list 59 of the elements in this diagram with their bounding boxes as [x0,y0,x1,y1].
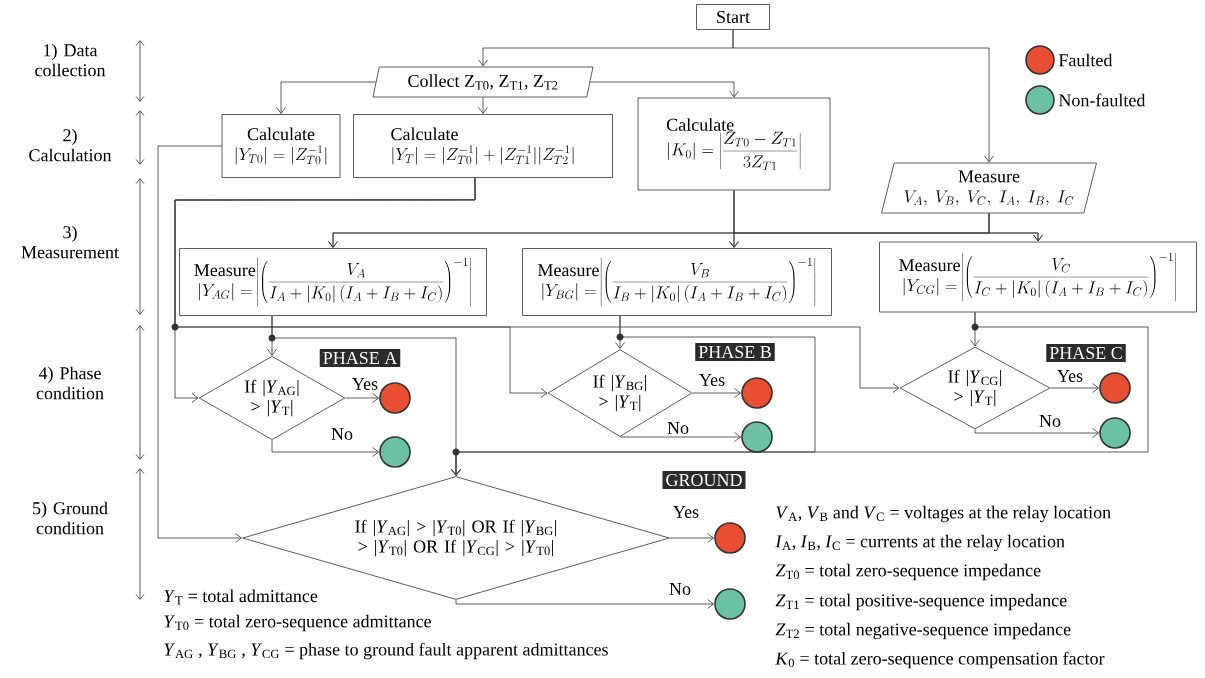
arrow [988,213,1043,242]
arrow [271,439,379,457]
arrow [619,432,741,442]
arrow [478,97,488,114]
process-box: Measure $|Y_{CG}| =$ $\left|\left(\frac{V_C}{I_C+|K_0|\,(I_A+I_B+I_C)}\right)^{-1}\right|$ [879,241,1197,313]
note-text: Z$_{T0}$ = total zero-sequence impedance [775,563,1041,581]
phase-tag: GROUND [662,470,746,490]
arrow [1050,383,1099,393]
start-box: Start [696,4,770,30]
arrow [589,81,739,98]
stage-label: 4) Phase condition [36,366,104,400]
process-box: Measure $|Y_{BG}| =$ $\left|\left(\frac{V_B}{I_B+|K_0|\,(I_A+I_B+I_C)}\right)^{-1}\right|$ [522,248,832,316]
note-text: Y$_{AG}$ , Y$_{BG}$ , Y$_{CG}$ = phase to ground fault apparent admittances [164,642,608,660]
arrow [974,428,1099,438]
stage-label: 5) Ground condition [33,501,108,535]
legend-label: Faulted [1058,53,1113,67]
process-box: Calculate $|Y_{T0}| = |Z_{T0}^{-1}|$ [221,114,341,178]
edge-label: Yes [671,505,701,519]
result-circle [741,421,773,453]
edge-label: No [668,582,692,596]
result-circle [741,377,773,409]
arrow [455,599,714,609]
edge-label: Yes [1055,369,1085,383]
arrow [692,388,741,398]
edge-label: No [666,421,690,435]
arrow [451,312,1149,476]
result-circle [379,382,411,414]
result-circle [379,436,411,468]
arrow [732,29,994,163]
edge-label: Yes [350,377,380,391]
arrow [157,145,242,543]
note-text: Z$_{T2}$ = total negative-sequence impedance [775,622,1071,640]
result-circle [714,522,746,554]
phase-tag: PHASE C [1046,343,1126,363]
phase-tag: PHASE A [319,348,401,368]
stage-label: 1) Data collection [35,43,106,77]
stage-label: 2) Calculation [29,128,112,162]
result-circle [714,588,746,620]
phase-tag: PHASE B [695,342,775,362]
note-text: K$_{0}$ = total zero-sequence compensation factor [775,651,1105,669]
arrow [344,393,379,403]
note-text: I$_{A}$, I$_{B}$, I$_{C}$ = currents at the relay location [775,534,1065,552]
note-text: Z$_{T1}$ = total positive-sequence impedance [775,593,1067,611]
arrow [276,81,377,114]
process-box: Calculate $|Y_T| = |Z_{T0}^{-1}|+|Z_{T1}^{-1}||Z_{T2}^{-1}|$ [353,114,613,178]
edge-label: Yes [697,373,727,387]
stage-label: 3) Measurement [21,225,119,259]
arrow [669,533,714,543]
process-box: Calculate $|K_0| = \left|\frac{Z_{T0}-Z_{T1}}{3Z_{T1}}\right|$ [637,97,831,191]
result-circle [1099,417,1131,449]
input-parallelogram: Collect Z$_{T0}$, Z$_{T1}$, Z$_{T2}$ [372,66,594,98]
input-parallelogram: Measure $V_A,\ V_B,\ V_C,\ I_A,\ I_B,\ I_C$ [881,162,1097,214]
note-text: Y$_{T0}$ = total zero-sequence admittance [164,614,431,632]
process-box: Measure $|Y_{AG}| =$ $\left|\left(\frac{V_A}{I_A+|K_0|\,(I_A+I_B+I_C)}\right)^{-1}\right|$ [179,248,487,316]
legend-label: Non-faulted [1058,93,1146,107]
note-text: Y$_{T}$ = total admittance [164,589,318,605]
note-text: V$_{A}$, V$_{B}$ and V$_{C}$ = voltages at the relay location [776,505,1111,523]
result-circle [1099,372,1131,404]
arrow [174,177,900,393]
